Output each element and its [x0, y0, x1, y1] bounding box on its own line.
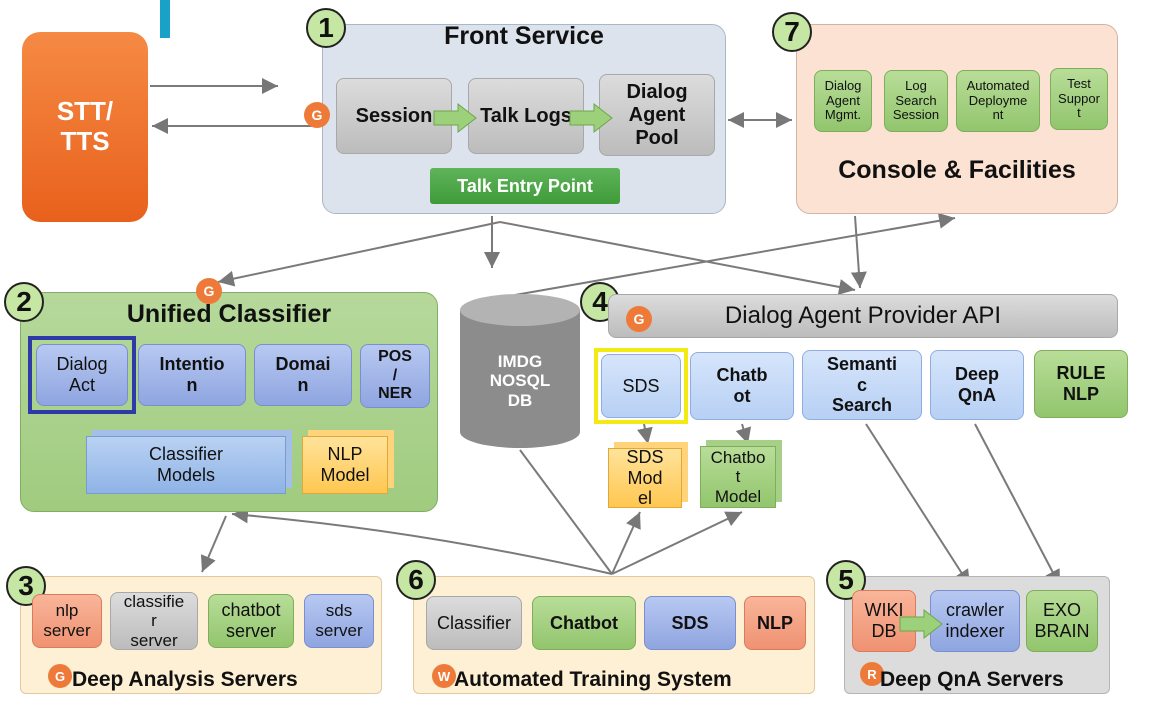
front-service-title: Front Service: [444, 22, 604, 50]
domain-box: Domai n: [254, 344, 352, 406]
deep-analysis-badge: G: [48, 664, 72, 688]
imdg-cylinder: [460, 294, 580, 448]
exo-brain-box: EXO BRAIN: [1026, 590, 1098, 652]
classifier-models-box: Classifier Models: [86, 436, 286, 494]
imdg-label: IMDG NOSQL DB: [489, 351, 551, 410]
training-nlp-box: NLP: [744, 596, 806, 650]
console-item-automated-deployment: Automated Deployme nt: [956, 70, 1040, 132]
arrow-wiki-to-crawler: [899, 609, 943, 639]
console-item-dialog-agent-mgmt: Dialog Agent Mgmt.: [814, 70, 872, 132]
nlp-model-box: NLP Model: [302, 436, 388, 494]
unified-classifier-title: Unified Classifier: [126, 300, 332, 328]
qna-servers-number: 5: [826, 560, 866, 600]
pos-ner-box: POS / NER: [360, 344, 430, 408]
sds-box: SDS: [601, 354, 681, 418]
dialog-agent-pool-box: Dialog Agent Pool: [599, 74, 715, 156]
console-title: Console & Facilities: [838, 156, 1076, 184]
training-chatbot-box: Chatbot: [532, 596, 636, 650]
talk-entry-point-button: Talk Entry Point: [430, 168, 620, 204]
training-badge: W: [432, 664, 456, 688]
provider-number: 4: [580, 282, 620, 322]
qna-servers-title: Deep QnA Servers: [880, 668, 1064, 691]
sds-model-box: SDS Mod el: [608, 447, 682, 508]
console-item-log-search-session: Log Search Session: [884, 70, 948, 132]
session-box: Session: [336, 78, 452, 154]
provider-api-bar: [608, 294, 1118, 338]
nlp-server-box: nlp server: [32, 594, 102, 648]
rule-nlp-box: RULE NLP: [1034, 350, 1128, 418]
unified-classifier-number: 2: [4, 282, 44, 322]
unified-classifier-badge: G: [196, 278, 222, 304]
console-number: 7: [772, 12, 812, 52]
deep-analysis-title: Deep Analysis Servers: [72, 668, 298, 691]
deep-analysis-number: 3: [6, 566, 46, 606]
sds-highlight: [594, 348, 688, 424]
arrow-talklogs-to-pool: [569, 103, 613, 133]
talk-logs-box: Talk Logs: [468, 78, 584, 154]
training-sds-box: SDS: [644, 596, 736, 650]
sds-server-box: sds server: [304, 594, 374, 648]
training-title: Automated Training System: [454, 668, 732, 691]
training-classifier-box: Classifier: [426, 596, 522, 650]
dialog-act-highlight: [28, 336, 136, 414]
accent-bar: [160, 0, 170, 38]
console-item-test-support: Test Suppor t: [1050, 68, 1108, 130]
classifier-server-box: classifie r server: [110, 592, 198, 650]
qna-servers-badge: R: [860, 662, 884, 686]
training-number: 6: [396, 560, 436, 600]
semantic-search-box: Semanti c Search: [802, 350, 922, 420]
intention-box: Intentio n: [138, 344, 246, 406]
arrow-session-to-talklogs: [433, 103, 477, 133]
provider-badge: G: [626, 306, 652, 332]
crawler-indexer-box: crawler indexer: [930, 590, 1020, 652]
chatbot-box: Chatb ot: [690, 352, 794, 420]
chatbot-server-box: chatbot server: [208, 594, 294, 648]
dialog-act-box: Dialog Act: [36, 344, 128, 406]
provider-title: Dialog Agent Provider API: [724, 302, 1002, 329]
stt-tts-box: STT/ TTS: [22, 32, 148, 222]
front-service-badge: G: [304, 102, 330, 128]
front-service-number: 1: [306, 8, 346, 48]
chatbot-model-box: Chatbo t Model: [700, 446, 776, 508]
deep-qna-box: Deep QnA: [930, 350, 1024, 420]
